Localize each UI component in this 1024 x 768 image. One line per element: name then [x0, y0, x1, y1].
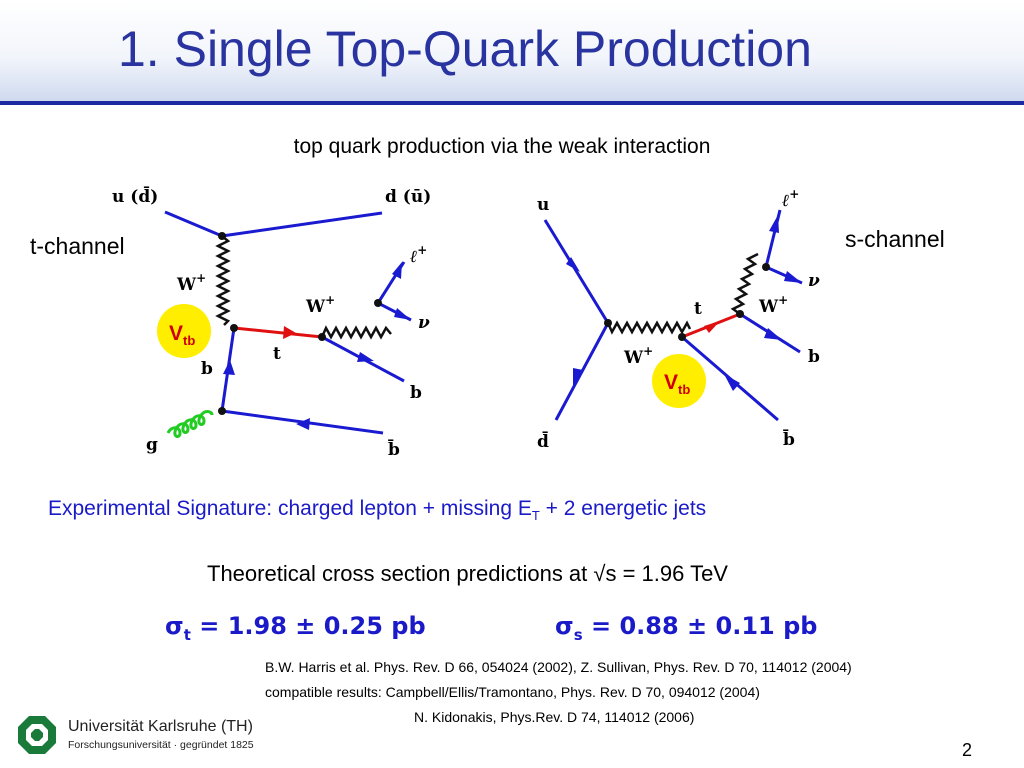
s-vertex-1 [604, 319, 612, 327]
t-vertex-1 [218, 232, 226, 240]
university-tagline: Forschungsuniversität · gegründet 1825 [68, 739, 254, 751]
t-vertex-4 [374, 299, 382, 307]
s-top-label: t [694, 299, 702, 319]
s-nu-label: ν [808, 271, 820, 291]
s-u-label: u [537, 195, 549, 215]
t-nu-label: ν [418, 313, 430, 333]
t-top-line [233, 326, 323, 339]
s-nu-arrow [784, 271, 802, 283]
t-nu-arrow [394, 308, 411, 320]
s-bbar-label: b̄ [783, 429, 795, 450]
t-bbar-label: b̄ [388, 439, 400, 460]
experimental-signature: Experimental Signature: charged lepton +… [48, 497, 707, 524]
t-vtb-circle [157, 304, 211, 358]
s-lepton-arrow [769, 215, 779, 233]
university-logo-icon [18, 716, 56, 754]
s-b-arrow [764, 328, 782, 340]
s-w2-label: W+ [758, 293, 788, 317]
s-vertex-4 [762, 263, 770, 271]
t-b-arrow [223, 360, 235, 375]
s-w-propagator [606, 320, 692, 335]
t-u-line [164, 210, 223, 238]
t-top-arrow [283, 326, 296, 339]
t-gluon-line [166, 410, 214, 438]
slide-header [0, 0, 1024, 104]
sigma-s-value: σs = 0.88 ± 0.11 pb [555, 612, 818, 644]
header-rule [0, 101, 1024, 105]
s-dbar-arrow [573, 368, 583, 386]
t-vertex-3 [318, 333, 326, 341]
t-top-label: t [273, 344, 281, 364]
slide-subtitle: top quark production via the weak intera… [293, 135, 711, 158]
s-vertex-3 [736, 310, 744, 318]
s-vtb-label: Vtb [664, 371, 690, 397]
t-d-label: d (ū) [385, 187, 431, 207]
s-u-arrow [566, 257, 580, 272]
t-channel-diagram: u (d̄) d (ū) W+ W+ ℓ+ ν t b b g b̄ Vtb [112, 186, 431, 460]
t-channel-label: t-channel [30, 233, 125, 259]
sigma-t-value: σt = 1.98 ± 0.25 pb [165, 612, 426, 644]
t-w2-propagator [320, 325, 392, 340]
s-b-label: b [808, 347, 820, 367]
t-bbar-arrow [296, 418, 310, 430]
t-bout-label: b [410, 383, 422, 403]
t-lepton-label: ℓ+ [410, 243, 427, 267]
t-bout-arrow [357, 352, 374, 362]
t-b-label: b [201, 359, 213, 379]
university-name: Universität Karlsruhe (TH) [68, 718, 253, 735]
reference-3: N. Kidonakis, Phys.Rev. D 74, 114012 (20… [414, 709, 695, 725]
page-number: 2 [962, 740, 973, 760]
theory-text: Theoretical cross section predictions at… [207, 561, 728, 586]
s-vtb-circle [652, 354, 706, 408]
slide-title: 1. Single Top-Quark Production [118, 21, 812, 77]
s-channel-label: s-channel [845, 226, 945, 252]
t-lepton-arrow [392, 262, 402, 279]
t-vertex-2 [230, 324, 238, 332]
s-top-arrow [704, 321, 720, 333]
reference-2: compatible results: Campbell/Ellis/Tramo… [265, 684, 760, 700]
s-channel-diagram: u d̄ W+ t W+ ℓ+ ν b b̄ Vtb [537, 187, 820, 452]
t-vertex-5 [218, 407, 226, 415]
t-d-line [221, 211, 383, 238]
s-dbar-label: d̄ [537, 431, 549, 452]
t-w-propagator [215, 235, 231, 326]
t-w2-label: W+ [305, 293, 335, 317]
t-w-label: W+ [176, 271, 206, 295]
s-u-line [543, 219, 610, 324]
s-bbar-arrow [724, 374, 740, 391]
t-g-label: g [146, 435, 158, 455]
s-w-label: W+ [623, 344, 653, 368]
s-w2-propagator [730, 252, 759, 316]
reference-1: B.W. Harris et al. Phys. Rev. D 66, 0540… [265, 659, 852, 675]
s-lepton-label: ℓ+ [782, 187, 799, 211]
t-vtb-label: Vtb [169, 322, 195, 348]
s-vertex-2 [678, 333, 686, 341]
t-u-label: u (d̄) [112, 186, 158, 207]
